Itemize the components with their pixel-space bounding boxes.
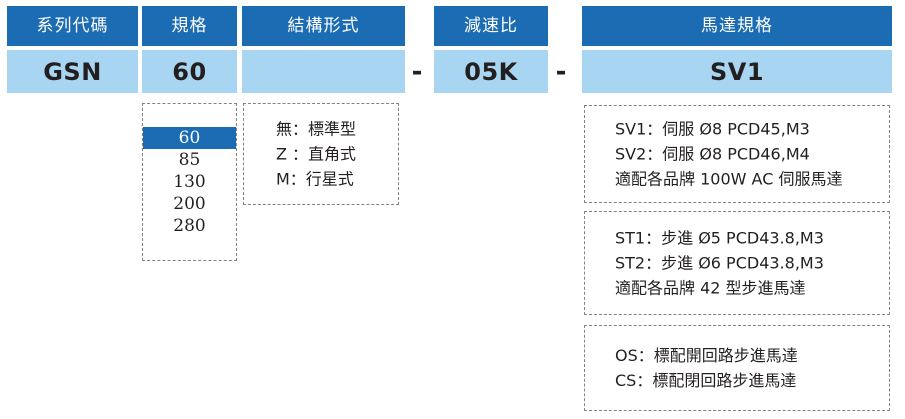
- spec-option-85[interactable]: 85: [178, 150, 201, 170]
- motor-option-sv2[interactable]: SV2：伺服 Ø8 PCD46,M4: [615, 144, 810, 164]
- motor-note-stepper: 適配各品牌 42 型步進馬達: [615, 278, 806, 298]
- column-value-series-code[interactable]: GSN: [7, 50, 138, 93]
- motor-stepper-list: ST1：步進 Ø5 PCD43.8,M3 ST2：步進 Ø6 PCD43.8,M…: [585, 226, 889, 301]
- motor-servo-list: SV1：伺服 Ø8 PCD45,M3 SV2：伺服 Ø8 PCD46,M4 適配…: [585, 117, 889, 192]
- motor-note-servo: 適配各品牌 100W AC 伺服馬達: [615, 169, 843, 189]
- spec-options-list: 60 85 130 200 280: [143, 127, 236, 237]
- structure-option-rightangle[interactable]: Z ：直角式: [276, 144, 357, 164]
- column-value-spec[interactable]: 60: [142, 50, 237, 93]
- motor-option-sv1[interactable]: SV1：伺服 Ø8 PCD45,M3: [615, 119, 810, 139]
- column-header-motor-spec: 馬達規格: [582, 6, 892, 46]
- spec-option-200[interactable]: 200: [173, 194, 206, 214]
- column-header-series-code: 系列代碼: [7, 6, 138, 46]
- motor-options-box-servo: SV1：伺服 Ø8 PCD45,M3 SV2：伺服 Ø8 PCD46,M4 適配…: [584, 105, 890, 203]
- column-header-structure-type: 結構形式: [242, 6, 405, 46]
- structure-options-list: 無：標準型 Z ：直角式 M：行星式: [244, 117, 398, 192]
- motor-options-box-loop: OS：標配開回路步進馬達 CS：標配閉回路步進馬達: [584, 325, 890, 411]
- column-value-structure-type[interactable]: [242, 50, 405, 93]
- separator-dash-2: -: [555, 56, 567, 87]
- structure-option-planetary[interactable]: M：行星式: [276, 169, 354, 189]
- motor-option-st2[interactable]: ST2：步進 Ø6 PCD43.8,M3: [615, 253, 824, 273]
- column-value-motor-spec[interactable]: SV1: [582, 50, 892, 93]
- spec-option-60[interactable]: 60: [143, 127, 236, 149]
- motor-options-box-stepper: ST1：步進 Ø5 PCD43.8,M3 ST2：步進 Ø6 PCD43.8,M…: [584, 211, 890, 315]
- column-header-reduction-ratio: 減速比: [434, 6, 548, 46]
- separator-dash-1: -: [411, 56, 423, 87]
- motor-option-cs[interactable]: CS：標配閉回路步進馬達: [615, 371, 797, 390]
- column-header-spec: 規格: [142, 6, 237, 46]
- motor-option-os[interactable]: OS：標配開回路步進馬達: [615, 346, 798, 365]
- structure-options-box: 無：標準型 Z ：直角式 M：行星式: [243, 103, 399, 205]
- motor-loop-list: OS：標配開回路步進馬達 CS：標配閉回路步進馬達: [585, 343, 889, 393]
- column-value-reduction-ratio[interactable]: 05K: [434, 50, 548, 93]
- motor-option-st1[interactable]: ST1：步進 Ø5 PCD43.8,M3: [615, 228, 824, 248]
- spec-options-box: 60 85 130 200 280: [142, 103, 237, 261]
- spec-option-130[interactable]: 130: [173, 172, 206, 192]
- structure-option-standard[interactable]: 無：標準型: [276, 119, 357, 139]
- spec-option-280[interactable]: 280: [173, 216, 206, 236]
